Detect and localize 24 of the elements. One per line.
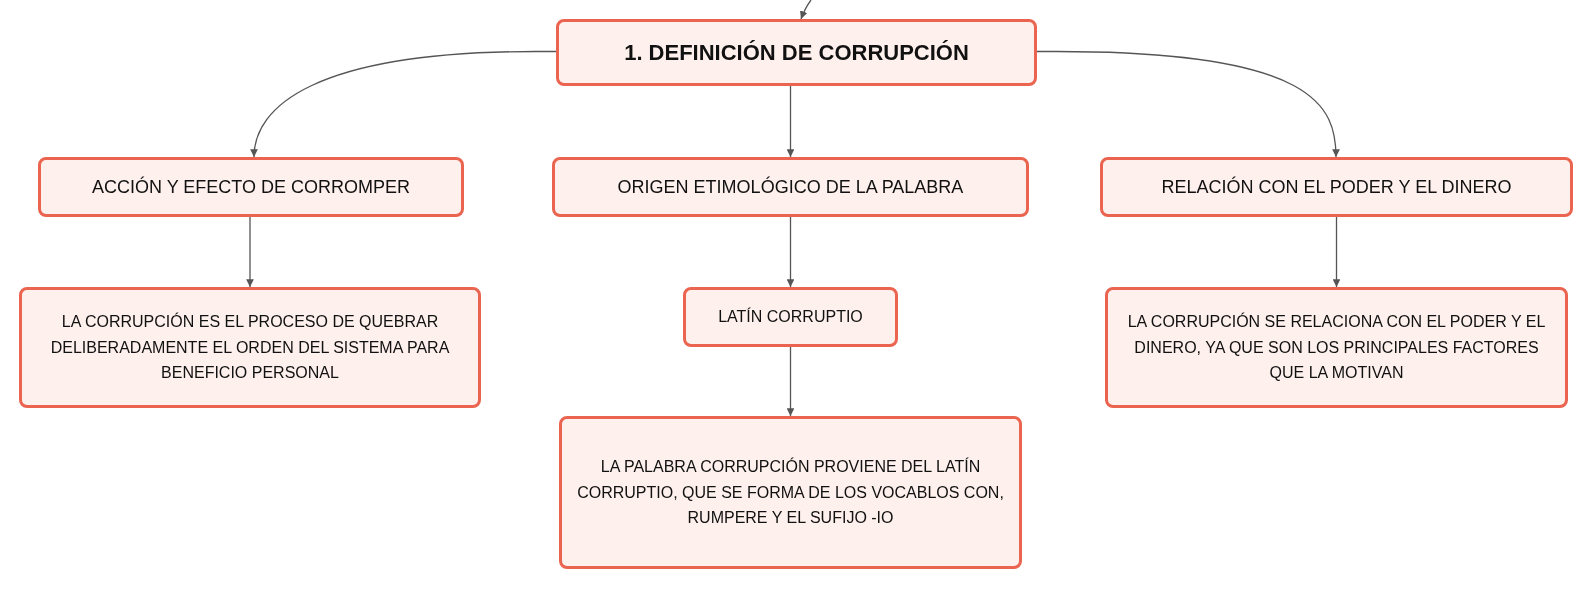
connector-arrow (250, 50, 557, 158)
box-text: 1. DEFINICIÓN DE CORRUPCIÓN (624, 38, 969, 67)
topic-box (556, 19, 1037, 86)
concept-box (559, 416, 1022, 569)
connector-arrow (800, 0, 812, 20)
box-text: ORIGEN ETIMOLÓGICO DE LA PALABRA (617, 175, 964, 199)
box-text: RELACIÓN CON EL PODER Y EL DINERO (1161, 175, 1512, 199)
box-text: ACCIÓN Y EFECTO DE CORROMPER (91, 175, 411, 199)
box-text: LA CORRUPCIÓN ES EL PROCESO DE QUEBRAR DELIBERADAMENTE EL ORDEN DEL SISTEMA PARA BENEFICIO PERSONAL (49, 311, 451, 384)
concept-box (19, 287, 481, 408)
connector-arrow (246, 216, 254, 288)
concept-box (552, 157, 1029, 217)
box-text: LATÍN CORRUPTIO (718, 306, 863, 328)
concept-box (1105, 287, 1568, 408)
connector-arrow (786, 216, 795, 288)
concept-box (1100, 157, 1573, 217)
connector-arrow (786, 346, 795, 417)
connector-arrow (786, 85, 795, 158)
concept-box (683, 287, 898, 347)
connector-arrow (1332, 216, 1341, 288)
connector-arrow (1036, 50, 1340, 158)
box-text: LA PALABRA CORRUPCIÓN PROVIENE DEL LATÍN CORRUPTIO, QUE SE FORMA DE LOS VOCABLOS CON, RUMPERE Y EL SUFIJO -IO (576, 456, 1005, 529)
box-text: LA CORRUPCIÓN SE RELACIONA CON EL PODER Y EL DINERO, YA QUE SON LOS PRINCIPALES FACTORES QUE LA MOTIVAN (1126, 311, 1547, 384)
concept-box (38, 157, 464, 217)
